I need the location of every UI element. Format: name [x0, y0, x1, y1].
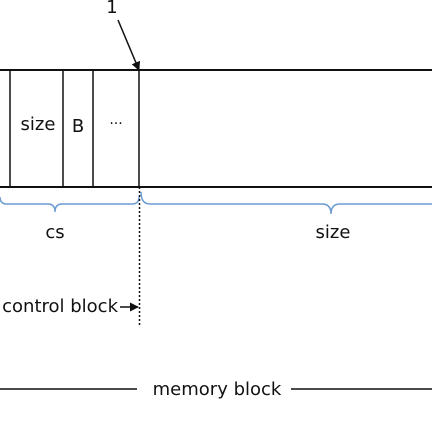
cell-label-size: size	[21, 114, 56, 135]
brace-cs	[0, 196, 140, 213]
brace-size-label: size	[316, 222, 351, 243]
pointer-label: 1	[106, 0, 117, 18]
pointer-arrow	[117, 19, 141, 71]
cell-label-ellipsis: ···	[109, 116, 122, 132]
memory-block-label: memory block	[153, 379, 282, 400]
control-block-label: control block	[2, 296, 118, 317]
brace-cs-label: cs	[45, 222, 64, 243]
brace-size	[140, 191, 432, 215]
cell-label-b: B	[72, 116, 84, 137]
